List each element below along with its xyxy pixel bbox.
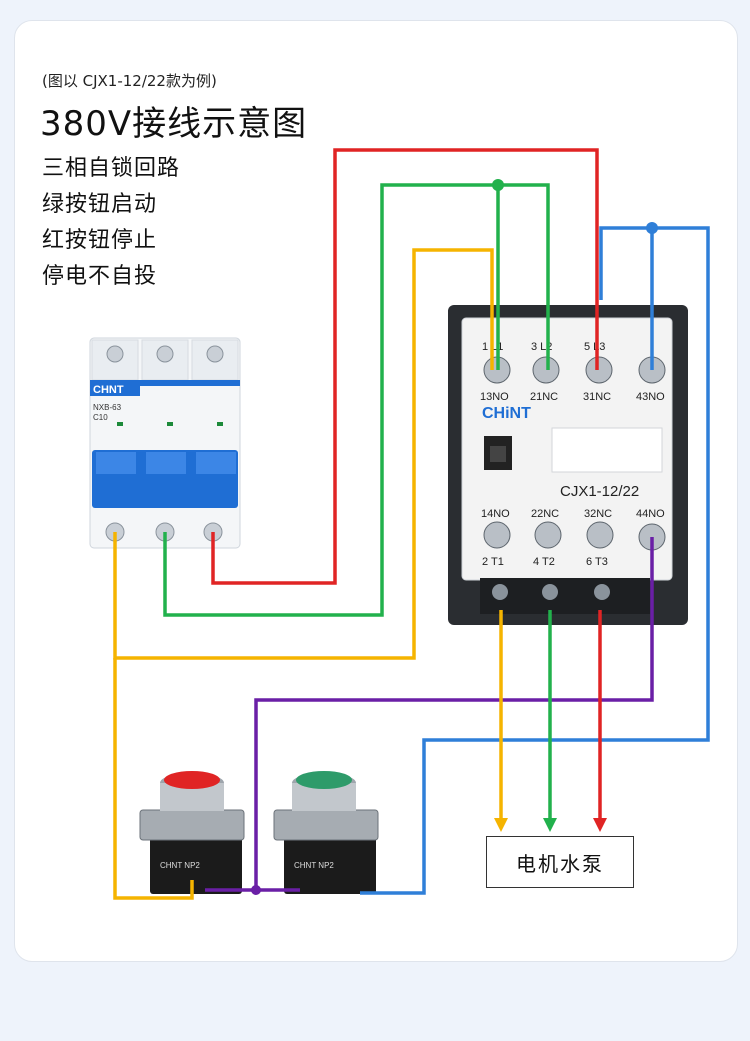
junction-blue	[646, 222, 658, 234]
aux-22nc: 22NC	[531, 508, 559, 520]
aux-44no: 44NO	[636, 508, 665, 520]
circuit-breaker: CHNT NXB-63 C10	[89, 337, 241, 549]
aux-43no: 43NO	[636, 391, 665, 403]
breaker-brand: CHNT	[93, 384, 124, 396]
terminal-t1: 2 T1	[482, 556, 504, 568]
aux-32nc: 32NC	[584, 508, 612, 520]
wire-purple-44no	[254, 537, 654, 890]
stop-button[interactable]	[164, 771, 220, 789]
terminal-t2: 4 T2	[533, 556, 555, 568]
breaker-rating: C10	[93, 413, 108, 422]
junction-green	[492, 179, 504, 191]
aux-14no: 14NO	[481, 508, 510, 520]
contactor-model: CJX1-12/22	[560, 483, 639, 500]
junction-purple	[251, 885, 261, 895]
page-title: 380V接线示意图	[40, 104, 308, 144]
aux-21nc: 21NC	[530, 391, 558, 403]
feature-no-auto-restart: 停电不自投	[42, 264, 158, 289]
wire-yellow-stop	[113, 658, 194, 900]
wire-red-l3	[211, 148, 599, 585]
contactor: 1 L1 3 L2 5 L3 13NO 21NC 31NC 43NO CHiNT…	[448, 305, 688, 625]
terminal-l3: 5 L3	[584, 341, 605, 353]
start-button-label: CHNT NP2	[294, 861, 334, 870]
aux-31nc: 31NC	[583, 391, 611, 403]
wire-yellow-l1	[113, 248, 494, 660]
contactor-brand: CHiNT	[482, 405, 531, 422]
aux-13no: 13NO	[480, 391, 509, 403]
wire-blue-43no	[599, 226, 654, 370]
terminal-t3: 6 T3	[586, 556, 608, 568]
wire-green-l2	[163, 183, 550, 617]
feature-self-lock: 三相自锁回路	[42, 156, 181, 181]
start-button-assembly: CHNT NP2	[273, 771, 379, 894]
feature-red-stop: 红按钮停止	[42, 228, 158, 253]
stop-button-label: CHNT NP2	[160, 861, 200, 870]
stop-button-assembly: CHNT NP2	[139, 771, 245, 894]
motor-pump-box: 电机水泵	[486, 836, 634, 888]
breaker-model: NXB-63	[93, 403, 122, 412]
motor-pump-label: 电机水泵	[516, 851, 604, 876]
start-button[interactable]	[296, 771, 352, 789]
feature-green-start: 绿按钮启动	[42, 192, 158, 217]
wire-blue-start	[360, 226, 710, 895]
model-note: (图以 CJX1-12/22款为例)	[42, 72, 217, 90]
